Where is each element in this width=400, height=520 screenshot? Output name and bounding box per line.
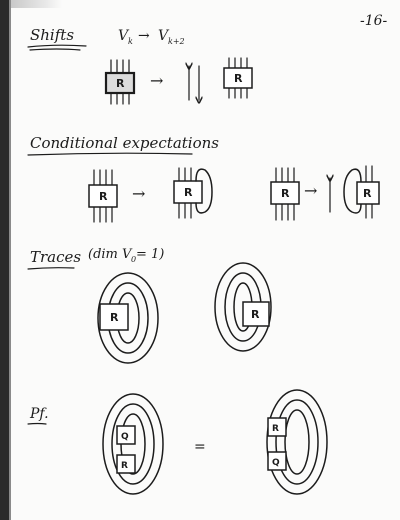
page-binding-edge <box>0 0 9 520</box>
shifts-map-arrow: → <box>150 71 163 90</box>
proof-equals: = <box>194 439 206 455</box>
svg-text:Q: Q <box>121 432 129 442</box>
proof-underline <box>27 422 47 425</box>
scan-smudge <box>8 0 62 8</box>
conditional-box-1: R <box>88 169 118 223</box>
traces-condition: (dim V <box>88 247 133 262</box>
trace-diagram-right: R <box>214 262 272 352</box>
conditional-heading: Conditional expectations <box>30 134 219 152</box>
svg-text:R: R <box>251 308 260 321</box>
shifts-underline <box>27 44 87 48</box>
traces-condition-end: = 1) <box>136 247 164 262</box>
shifts-box-right: R <box>223 57 253 99</box>
svg-text:R: R <box>272 424 279 434</box>
conditional-box-4: R <box>343 165 380 219</box>
shifts-v-k: V <box>118 28 130 44</box>
proof-heading: Pf. <box>29 406 49 422</box>
shifts-v-k2: V <box>158 28 170 44</box>
traces-underline <box>27 267 75 270</box>
page-binding-shadow <box>9 0 11 520</box>
shifts-box-shaded: R <box>104 59 136 105</box>
shifts-underline-2 <box>29 48 81 51</box>
conditional-box-3: R <box>270 167 300 221</box>
shifts-arrow: → <box>138 28 150 44</box>
shifts-heading: Shifts <box>30 26 74 44</box>
proof-diagram-right: R Q <box>266 389 328 495</box>
traces-condition-sub: 0 <box>131 255 136 264</box>
conditional-arrow-2: → <box>304 181 317 200</box>
page-number: -16- <box>360 13 388 29</box>
svg-text:Q: Q <box>272 458 280 468</box>
svg-text:R: R <box>99 190 108 203</box>
svg-text:R: R <box>281 187 290 200</box>
trace-diagram-left: R <box>97 272 159 364</box>
svg-text:R: R <box>234 72 243 85</box>
conditional-underline <box>27 152 193 156</box>
traces-heading: Traces <box>30 248 81 266</box>
svg-text:R: R <box>110 311 119 324</box>
conditional-box-2: R <box>173 167 213 219</box>
svg-text:R: R <box>363 187 372 200</box>
svg-text:R: R <box>116 77 125 90</box>
shifts-sub-k: k <box>128 37 133 46</box>
svg-text:R: R <box>184 186 193 199</box>
proof-diagram-left: Q R <box>102 393 164 495</box>
shifts-sub-k2: k+2 <box>168 37 185 46</box>
svg-text:R: R <box>121 461 128 471</box>
shifts-through-strands <box>189 66 199 100</box>
conditional-arrow-1: → <box>132 184 145 203</box>
